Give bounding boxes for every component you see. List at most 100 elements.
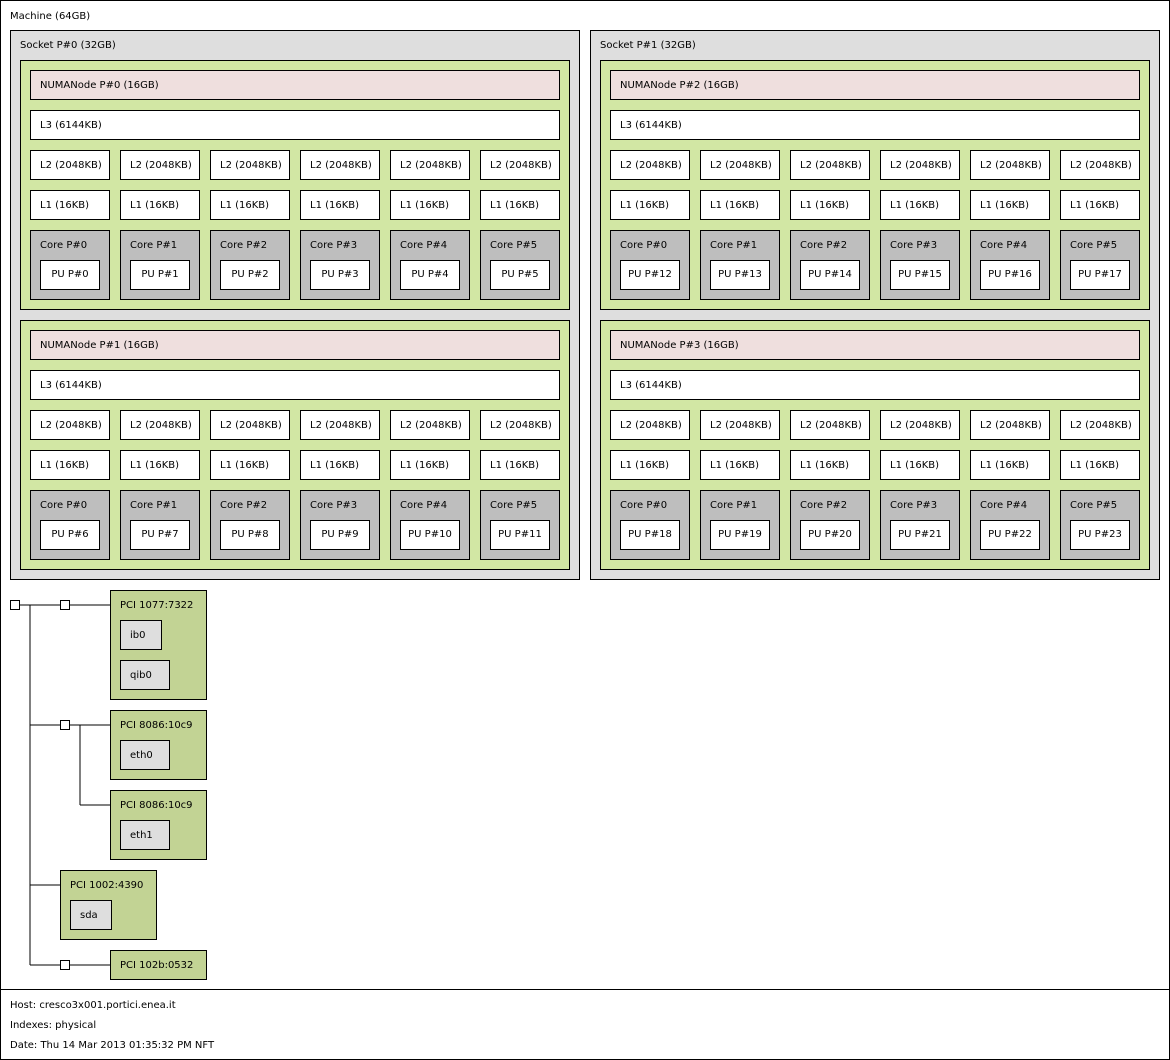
l3-cache bbox=[30, 110, 560, 140]
l2-cache bbox=[210, 410, 290, 440]
pu-box-label: PU P#17 bbox=[1078, 269, 1122, 280]
pu-box bbox=[1070, 520, 1130, 550]
core-box-label: Core P#2 bbox=[800, 500, 848, 511]
pu-box-label: PU P#14 bbox=[808, 269, 852, 280]
core-box-label: Core P#1 bbox=[710, 500, 758, 511]
l2-cache-label: L2 (2048KB) bbox=[980, 160, 1042, 171]
pu-box-label: PU P#22 bbox=[988, 529, 1032, 540]
core-box-label: Core P#4 bbox=[980, 500, 1028, 511]
pu-box bbox=[490, 260, 550, 290]
pu-box-label: PU P#18 bbox=[628, 529, 672, 540]
l2-cache bbox=[790, 150, 870, 180]
l3-cache bbox=[30, 370, 560, 400]
pci-device-label: PCI 8086:10c9 bbox=[120, 800, 193, 811]
l2-cache bbox=[300, 410, 380, 440]
l1-cache-label: L1 (16KB) bbox=[890, 460, 940, 471]
l2-cache-label: L2 (2048KB) bbox=[890, 420, 952, 431]
l2-cache bbox=[790, 410, 870, 440]
l2-cache-label: L2 (2048KB) bbox=[1070, 420, 1132, 431]
l2-cache-label: L2 (2048KB) bbox=[490, 420, 552, 431]
l2-cache bbox=[30, 410, 110, 440]
os-device bbox=[120, 620, 162, 650]
numa-node-label: NUMANode P#1 (16GB) bbox=[40, 340, 159, 351]
core-box-label: Core P#2 bbox=[220, 240, 268, 251]
l3-cache bbox=[610, 110, 1140, 140]
l1-cache-label: L1 (16KB) bbox=[980, 460, 1030, 471]
l1-cache-label: L1 (16KB) bbox=[40, 200, 90, 211]
l2-cache-label: L2 (2048KB) bbox=[220, 160, 282, 171]
l2-cache-label: L2 (2048KB) bbox=[800, 420, 862, 431]
pci-bridge bbox=[60, 720, 70, 730]
l1-cache-label: L1 (16KB) bbox=[400, 200, 450, 211]
pu-box bbox=[710, 520, 770, 550]
core-box-label: Core P#2 bbox=[800, 240, 848, 251]
pu-box-label: PU P#9 bbox=[321, 529, 359, 540]
l2-cache bbox=[880, 150, 960, 180]
l2-cache-label: L2 (2048KB) bbox=[400, 420, 462, 431]
pci-device-label: PCI 1002:4390 bbox=[70, 880, 144, 891]
numa-node-label: NUMANode P#3 (16GB) bbox=[620, 340, 739, 351]
l1-cache bbox=[970, 450, 1050, 480]
l1-cache bbox=[700, 190, 780, 220]
l2-cache bbox=[700, 150, 780, 180]
pu-box bbox=[220, 520, 280, 550]
core-box-label: Core P#4 bbox=[400, 240, 448, 251]
core-box-label: Core P#0 bbox=[40, 240, 88, 251]
os-device-label: ib0 bbox=[130, 630, 146, 641]
numa-node-label: NUMANode P#2 (16GB) bbox=[620, 80, 739, 91]
l1-cache bbox=[700, 450, 780, 480]
core-box-label: Core P#3 bbox=[890, 240, 938, 251]
l1-cache bbox=[120, 450, 200, 480]
l1-cache bbox=[790, 190, 870, 220]
core-box-label: Core P#3 bbox=[310, 240, 358, 251]
l1-cache bbox=[390, 190, 470, 220]
l1-cache-label: L1 (16KB) bbox=[130, 200, 180, 211]
socket-box-label: Socket P#1 (32GB) bbox=[600, 40, 696, 51]
core-box-label: Core P#5 bbox=[490, 240, 538, 251]
numa-group-box bbox=[600, 60, 1150, 310]
l1-cache-label: L1 (16KB) bbox=[980, 200, 1030, 211]
core-box-label: Core P#4 bbox=[400, 500, 448, 511]
core-box-label: Core P#0 bbox=[620, 500, 668, 511]
l1-cache bbox=[970, 190, 1050, 220]
l2-cache bbox=[210, 150, 290, 180]
l1-cache bbox=[480, 190, 560, 220]
l2-cache-label: L2 (2048KB) bbox=[310, 420, 372, 431]
l1-cache bbox=[610, 450, 690, 480]
pu-box bbox=[220, 260, 280, 290]
l2-cache-label: L2 (2048KB) bbox=[620, 160, 682, 171]
l1-cache bbox=[880, 450, 960, 480]
l2-cache-label: L2 (2048KB) bbox=[710, 420, 772, 431]
l1-cache-label: L1 (16KB) bbox=[490, 200, 540, 211]
l2-cache-label: L2 (2048KB) bbox=[40, 420, 102, 431]
core-box-label: Core P#1 bbox=[130, 240, 178, 251]
l2-cache bbox=[610, 150, 690, 180]
l2-cache-label: L2 (2048KB) bbox=[1070, 160, 1132, 171]
l2-cache bbox=[120, 410, 200, 440]
pu-box bbox=[1070, 260, 1130, 290]
l1-cache-label: L1 (16KB) bbox=[890, 200, 940, 211]
l3-cache-label: L3 (6144KB) bbox=[40, 120, 102, 131]
l2-cache bbox=[30, 150, 110, 180]
l1-cache bbox=[120, 190, 200, 220]
core-box-label: Core P#4 bbox=[980, 240, 1028, 251]
l2-cache-label: L2 (2048KB) bbox=[220, 420, 282, 431]
l2-cache bbox=[970, 410, 1050, 440]
os-device bbox=[120, 820, 170, 850]
numa-node-label: NUMANode P#0 (16GB) bbox=[40, 80, 159, 91]
pu-box-label: PU P#23 bbox=[1078, 529, 1122, 540]
core-box-label: Core P#5 bbox=[1070, 240, 1118, 251]
pu-box-label: PU P#1 bbox=[141, 269, 179, 280]
pu-box bbox=[400, 260, 460, 290]
pu-box bbox=[130, 260, 190, 290]
core-box-label: Core P#5 bbox=[490, 500, 538, 511]
pci-device-label: PCI 1077:7322 bbox=[120, 600, 194, 611]
pu-box-label: PU P#19 bbox=[718, 529, 762, 540]
numa-node bbox=[610, 70, 1140, 100]
l2-cache bbox=[480, 150, 560, 180]
os-device bbox=[120, 660, 170, 690]
pu-box bbox=[620, 260, 680, 290]
l1-cache bbox=[390, 450, 470, 480]
core-box-label: Core P#1 bbox=[130, 500, 178, 511]
socket-box-label: Socket P#0 (32GB) bbox=[20, 40, 116, 51]
